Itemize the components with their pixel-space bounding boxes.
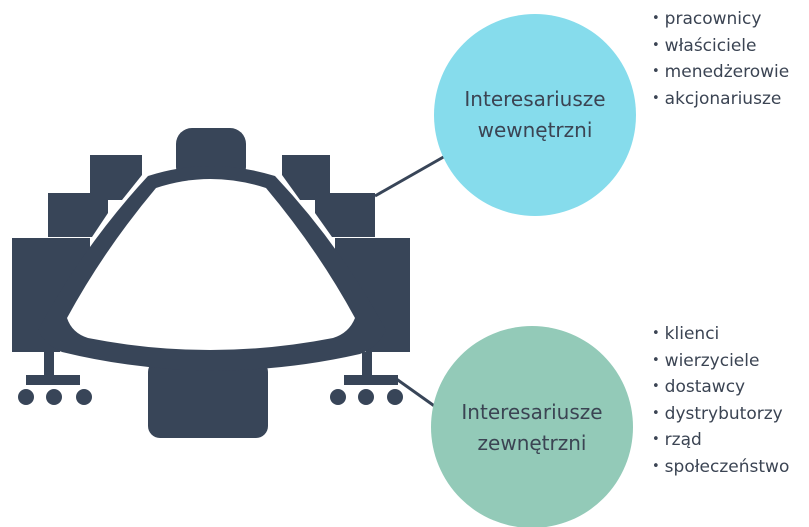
connector-line-internal [374,153,448,198]
internal-label-line1: Interesariusze [464,87,606,111]
list-item: rząd [652,428,789,455]
internal-stakeholders-label: Interesariusze wewnętrzni [435,84,635,146]
external-label-line1: Interesariusze [461,400,603,424]
list-item: pracownicy [652,7,789,34]
external-stakeholders-label: Interesariusze zewnętrzni [432,397,632,459]
external-stakeholders-circle [431,326,633,527]
internal-label-line2: wewnętrzni [477,118,593,142]
list-item: klienci [652,322,789,349]
list-item: dostawcy [652,375,789,402]
external-stakeholders-list: klienci wierzyciele dostawcy dystrybutor… [652,322,790,482]
internal-stakeholders-circle [434,14,636,216]
list-item: społeczeństwo [652,455,790,482]
conference-table-icon [12,128,410,438]
list-item: wierzyciele [652,349,789,376]
list-item: dystrybutorzy [652,402,789,429]
list-item: menedżerowie [652,60,790,87]
connector-line-external [394,376,441,412]
internal-stakeholders-list: pracownicy właściciele menedżerowie akcj… [652,7,790,114]
list-item: właściciele [652,34,789,61]
list-item: akcjonariusze [652,87,789,114]
external-label-line2: zewnętrzni [477,431,587,455]
